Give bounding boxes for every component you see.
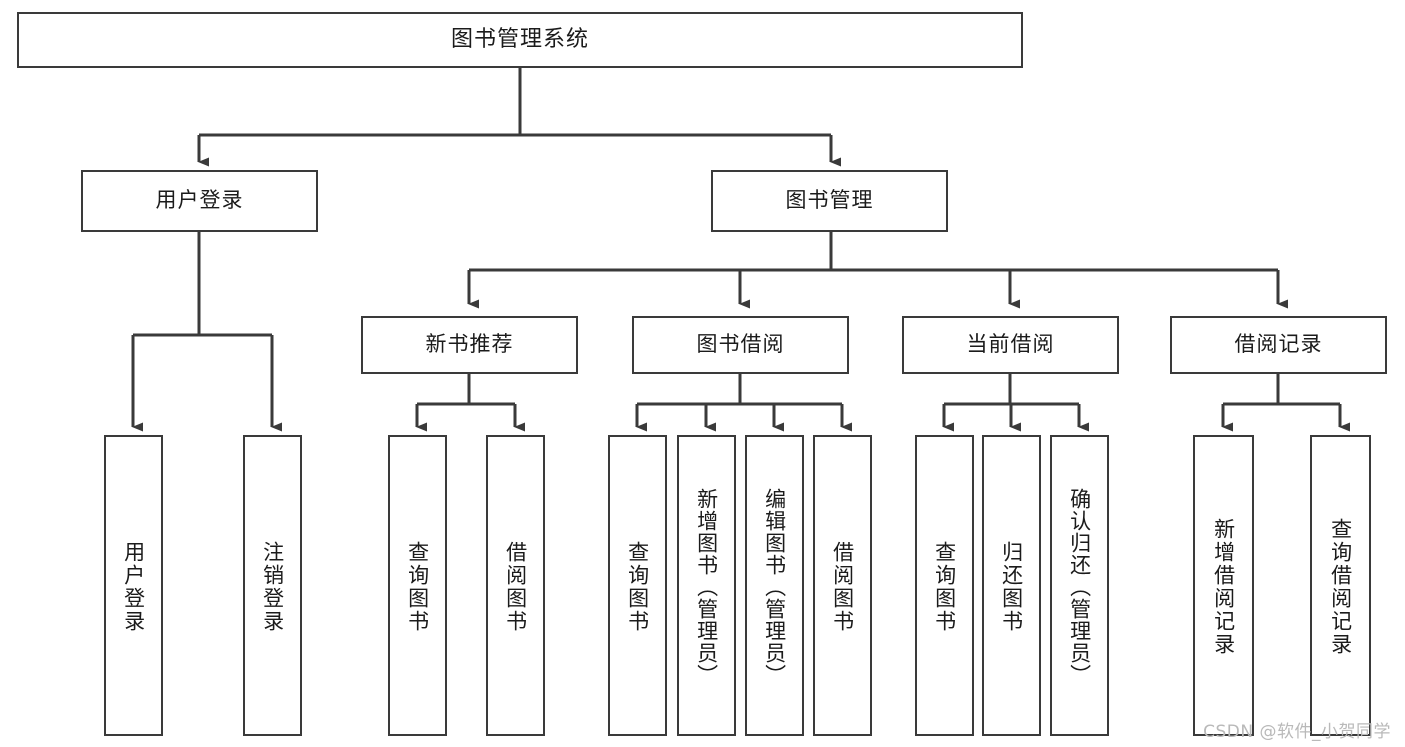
leaf-bb-borrow-book[interactable]: 借阅图书 xyxy=(813,435,872,736)
node-label: 借阅图书 xyxy=(830,540,855,633)
leaf-logout-login[interactable]: 注销登录 xyxy=(243,435,302,736)
node-label: 注销登录 xyxy=(260,540,285,633)
node-label: 图书管理系统 xyxy=(450,26,589,52)
node-user-login[interactable]: 用户登录 xyxy=(81,170,318,232)
leaf-cb-query-book[interactable]: 查询图书 xyxy=(915,435,974,736)
watermark: CSDN @软件_小贺同学 xyxy=(1203,722,1391,742)
node-root-book-management-system[interactable]: 图书管理系统 xyxy=(17,12,1023,68)
node-book-management[interactable]: 图书管理 xyxy=(711,170,948,232)
leaf-user-login[interactable]: 用户登录 xyxy=(104,435,163,736)
leaf-nb-borrow-book[interactable]: 借阅图书 xyxy=(486,435,545,736)
node-label: 查询图书 xyxy=(932,540,957,633)
node-label: 归还图书 xyxy=(999,540,1024,633)
leaf-bb-add-book-admin[interactable]: 新增图书（管理员） xyxy=(677,435,736,736)
node-label: 查询图书 xyxy=(405,540,430,633)
node-label: 用户登录 xyxy=(155,188,244,213)
node-label: 编辑图书（管理员） xyxy=(762,487,787,686)
node-label: 新增图书（管理员） xyxy=(694,487,719,686)
node-label: 查询图书 xyxy=(625,540,650,633)
leaf-cb-confirm-return-admin[interactable]: 确认归还（管理员） xyxy=(1050,435,1109,736)
node-book-borrow[interactable]: 图书借阅 xyxy=(632,316,849,374)
node-label: 借阅记录 xyxy=(1234,332,1323,357)
node-label: 图书管理 xyxy=(785,188,874,213)
leaf-bb-edit-book-admin[interactable]: 编辑图书（管理员） xyxy=(745,435,804,736)
node-current-borrow[interactable]: 当前借阅 xyxy=(902,316,1119,374)
leaf-bb-query-book[interactable]: 查询图书 xyxy=(608,435,667,736)
node-borrow-record[interactable]: 借阅记录 xyxy=(1170,316,1387,374)
leaf-br-add-record[interactable]: 新增借阅记录 xyxy=(1193,435,1254,736)
node-label: 借阅图书 xyxy=(503,540,528,633)
node-label: 确认归还（管理员） xyxy=(1067,487,1092,686)
leaf-br-query-record[interactable]: 查询借阅记录 xyxy=(1310,435,1371,736)
leaf-cb-return-book[interactable]: 归还图书 xyxy=(982,435,1041,736)
node-label: 查询借阅记录 xyxy=(1328,517,1353,656)
node-label: 当前借阅 xyxy=(966,332,1055,357)
node-label: 图书借阅 xyxy=(696,332,785,357)
node-label: 新增借阅记录 xyxy=(1211,517,1236,656)
node-new-book-recommend[interactable]: 新书推荐 xyxy=(361,316,578,374)
leaf-nb-query-book[interactable]: 查询图书 xyxy=(388,435,447,736)
node-label: 用户登录 xyxy=(121,540,146,633)
node-label: 新书推荐 xyxy=(425,332,514,357)
